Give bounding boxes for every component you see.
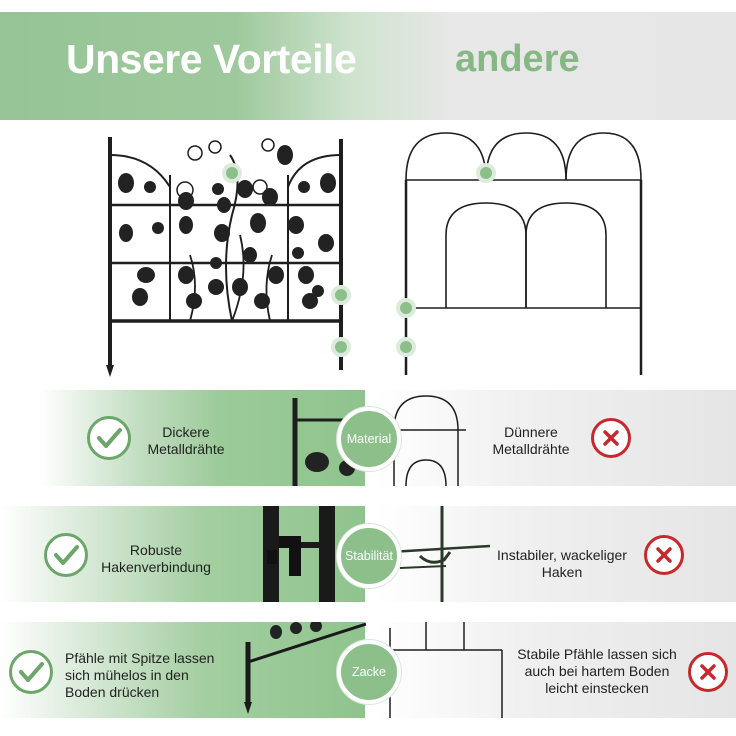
cross-icon [591, 418, 631, 458]
ours-text-stability: Robuste Hakenverbindung [101, 542, 211, 575]
cross-icon [688, 652, 728, 692]
badge-material: Material [337, 407, 401, 471]
check-icon [87, 416, 131, 460]
check-icon [44, 533, 88, 577]
other-text-spike: Stabile Pfähle lassen sich auch bei hart… [517, 646, 677, 696]
header-banner [0, 12, 736, 120]
ours-text-spike: Pfähle mit Spitze lassen sich mühelos in… [65, 650, 215, 700]
thin-arched-fence-image [404, 132, 643, 375]
row-spike-ours [0, 622, 365, 718]
badge-stability: Stabilität [337, 524, 401, 588]
spiked-stake-detail-icon [244, 622, 366, 714]
other-title: andere [455, 38, 580, 80]
blunt-stake-detail-icon [386, 622, 503, 718]
fence-comparison-illustration [106, 132, 643, 377]
robust-hook-detail-icon [263, 506, 335, 602]
cross-icon [644, 535, 684, 575]
wobbly-hook-detail-icon [390, 506, 491, 602]
badge-spike: Zacke [337, 640, 401, 704]
ours-text-material: Dickere Metalldrähte [147, 424, 225, 457]
check-icon [9, 650, 53, 694]
row-spike-other [376, 622, 736, 718]
other-text-material: Dünnere Metalldrähte [492, 424, 570, 457]
other-text-stability: Instabiler, wackeliger Haken [497, 547, 627, 580]
ours-title: Unsere Vorteile [66, 36, 357, 82]
row-material-other [376, 390, 736, 486]
